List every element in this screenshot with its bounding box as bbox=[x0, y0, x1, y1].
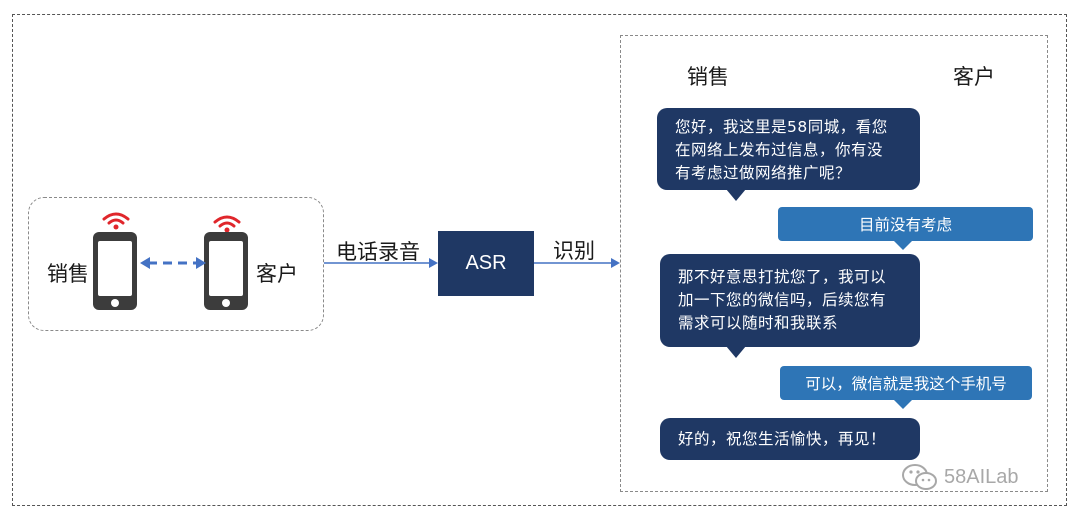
watermark: 58AILab bbox=[900, 462, 1019, 492]
chat-header-sales: 销售 bbox=[687, 65, 729, 89]
bidirectional-arrow-icon bbox=[140, 257, 206, 269]
sales-message-bubble: 好的，祝您生活愉快，再见！ bbox=[660, 418, 920, 460]
message-line: 需求可以随时和我联系 bbox=[678, 314, 839, 332]
outer-dashed-frame bbox=[12, 14, 1067, 506]
chat-dashed-panel bbox=[620, 35, 1048, 492]
customer-label: 客户 bbox=[256, 262, 298, 286]
message-text: 可以，微信就是我这个手机号 bbox=[805, 375, 1007, 393]
sales-phone-icon bbox=[93, 232, 137, 310]
message-line: 加一下您的微信吗，后续您有 bbox=[678, 291, 887, 309]
signal-icon bbox=[102, 212, 130, 230]
message-text: 目前没有考虑 bbox=[858, 216, 952, 234]
message-line: 那不好意思打扰您了，我可以 bbox=[678, 268, 887, 286]
sales-message-bubble: 那不好意思打扰您了，我可以 加一下您的微信吗，后续您有 需求可以随时和我联系 bbox=[660, 254, 920, 347]
customer-phone-icon bbox=[204, 232, 248, 310]
arrow-to-chat-icon bbox=[534, 258, 620, 268]
arrow-to-asr-icon bbox=[324, 258, 438, 268]
bubble-tail bbox=[893, 399, 913, 409]
customer-message-bubble: 目前没有考虑 bbox=[778, 207, 1033, 241]
customer-message-bubble: 可以，微信就是我这个手机号 bbox=[780, 366, 1032, 400]
phones-dashed-box bbox=[28, 197, 324, 331]
asr-box: ASR bbox=[438, 231, 534, 296]
asr-label: ASR bbox=[465, 252, 507, 274]
signal-icon bbox=[213, 215, 241, 233]
chat-header-customer: 客户 bbox=[953, 65, 995, 89]
message-line: 您好，我这里是58同城，看您 bbox=[675, 118, 888, 136]
bubble-tail bbox=[893, 240, 913, 250]
message-line: 在网络上发布过信息，你有没 bbox=[675, 141, 884, 159]
wechat-icon bbox=[902, 464, 937, 490]
message-line: 有考虑过做网络推广呢？ bbox=[675, 164, 852, 182]
watermark-text: 58AILab bbox=[944, 465, 1019, 488]
bubble-tail bbox=[726, 189, 746, 201]
message-line: 好的，祝您生活愉快，再见！ bbox=[678, 429, 887, 448]
sales-message-bubble: 您好，我这里是58同城，看您 在网络上发布过信息，你有没 有考虑过做网络推广呢？ bbox=[657, 108, 920, 190]
sales-label: 销售 bbox=[47, 262, 89, 286]
record-label: 电话录音 bbox=[336, 240, 420, 264]
recognize-label: 识别 bbox=[553, 239, 595, 263]
bubble-tail bbox=[726, 346, 746, 358]
